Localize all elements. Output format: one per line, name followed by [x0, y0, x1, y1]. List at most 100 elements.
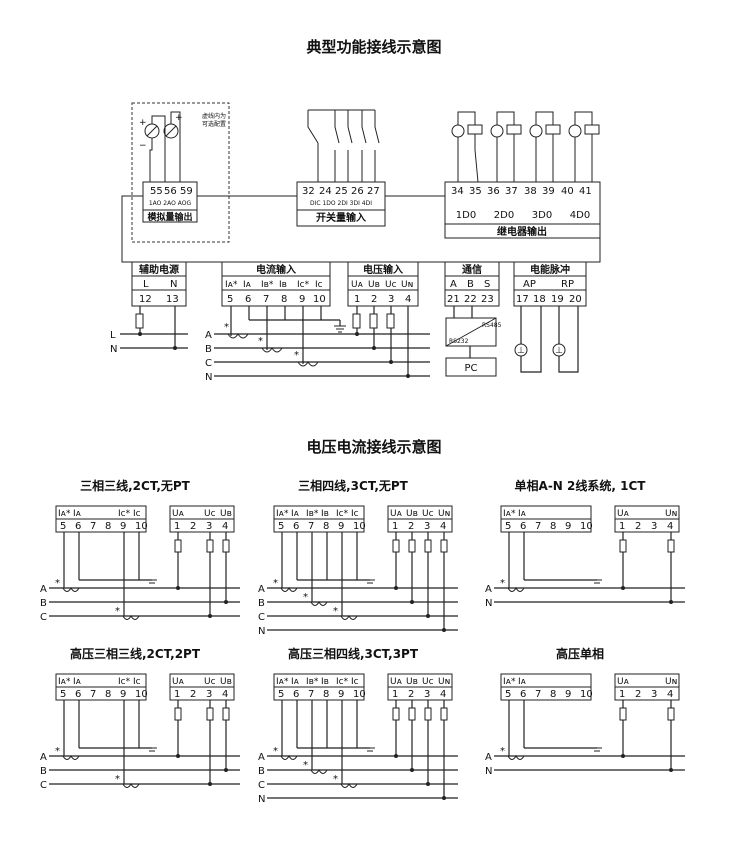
- current-terminal-9: 9: [120, 521, 126, 532]
- svg-text:A: A: [205, 330, 212, 341]
- voltage-terminal-1: 1: [392, 689, 398, 700]
- voltage-terminal-4: 4: [222, 521, 228, 532]
- pulse-counter-icon: ⊥: [514, 343, 528, 357]
- voltage-col-label: Uᴄ: [204, 677, 216, 687]
- phase-line-label: A: [485, 584, 492, 595]
- terminal-17: 17: [516, 294, 529, 305]
- voltage-terminal-4: 4: [440, 689, 446, 700]
- svg-text:Iᴀ*: Iᴀ*: [225, 280, 238, 290]
- current-terminal-9: 9: [565, 521, 571, 532]
- current-terminal-8: 8: [550, 521, 556, 532]
- terminal-36: 36: [487, 186, 500, 197]
- phase-line-label: A: [485, 752, 492, 763]
- current-terminal-5: 5: [60, 521, 66, 532]
- current-terminal-6: 6: [75, 521, 81, 532]
- current-col-label: Iᴀ*: [276, 509, 289, 519]
- ct-coil-icon: [507, 754, 525, 760]
- ct-coil-icon: [280, 586, 298, 592]
- current-col-label: Iᴀ: [73, 677, 82, 687]
- analog-output-group: 虚线内为 可选配置 + − + 55 56 59 1AO 2AO AOG 模拟量…: [131, 102, 230, 243]
- current-terminal-7: 7: [90, 689, 96, 700]
- voltage-col-label: Uᴀ: [617, 677, 630, 687]
- current-col-label: Iᴄ*: [118, 509, 131, 519]
- voltage-col-label: Uᴄ: [204, 509, 216, 519]
- terminal-39: 39: [542, 186, 555, 197]
- voltage-terminal-4: 4: [667, 521, 673, 532]
- power-line-N: N: [110, 344, 117, 355]
- voltage-terminal-1: 1: [392, 521, 398, 532]
- ct-coil-icon: [122, 614, 140, 620]
- current-terminal-10: 10: [135, 521, 148, 532]
- current-col-label: Iᴀ: [518, 509, 527, 519]
- ct-coil-icon: [310, 600, 328, 606]
- current-col-label: Iᴀ*: [58, 677, 71, 687]
- terminal-41: 41: [579, 186, 592, 197]
- voltage-terminal-2: 2: [635, 521, 641, 532]
- voltage-col-label: Uᴀ: [617, 509, 630, 519]
- current-input-label: 电流输入: [256, 263, 296, 276]
- current-terminal-6: 6: [75, 689, 81, 700]
- terminal-10: 10: [313, 294, 326, 305]
- svg-text:⊥: ⊥: [517, 346, 525, 356]
- polarity-mark: *: [333, 774, 338, 785]
- phase-line-label: C: [258, 612, 265, 623]
- current-terminal-5: 5: [278, 689, 284, 700]
- terminal-8: 8: [281, 294, 287, 305]
- fuse-icon: [135, 313, 144, 329]
- current-terminal-6: 6: [293, 689, 299, 700]
- polarity-mark: *: [500, 746, 505, 757]
- terminal-3: 3: [388, 294, 394, 305]
- phase-line-label: N: [258, 626, 265, 637]
- top-wiring: L N A B C N * * *: [110, 306, 579, 383]
- voltage-terminal-3: 3: [651, 521, 657, 532]
- svg-text:B: B: [205, 344, 212, 355]
- voltage-terminal-1: 1: [174, 521, 180, 532]
- phase-line-label: C: [40, 780, 47, 791]
- relay-output-group: 34 35 36 37 38 39 40 41 1D0 2D0 3D0 4D0 …: [444, 111, 601, 239]
- fuse-icon: [619, 539, 627, 553]
- aux-power-label: 辅助电源: [139, 263, 179, 276]
- polarity-mark: *: [333, 606, 338, 617]
- diagram-title: 三相四线,3CT,无PT: [298, 478, 409, 493]
- terminal-4: 4: [405, 294, 411, 305]
- main-title: 典型功能接线示意图: [306, 38, 441, 56]
- current-col-label: Iᴄ*: [118, 677, 131, 687]
- current-col-label: Iᴀ: [291, 677, 300, 687]
- section-title-voltage-current: 电压电流接线示意图: [306, 438, 441, 456]
- voltage-col-label: Uʙ: [220, 509, 232, 519]
- optional-dashed-box: [131, 102, 230, 243]
- svg-text:B: B: [467, 279, 474, 290]
- ct-coil-icon: [507, 586, 525, 592]
- voltage-terminal-3: 3: [206, 689, 212, 700]
- optional-note-1: 虚线内为: [202, 112, 226, 120]
- terminal-38: 38: [524, 186, 537, 197]
- communication-label: 通信: [462, 263, 482, 276]
- diagram-title: 高压三相三线,2CT,2PT: [70, 646, 201, 661]
- fuse-icon: [392, 539, 400, 553]
- current-terminal-7: 7: [535, 689, 541, 700]
- svg-text:*: *: [224, 322, 229, 333]
- voltage-terminal-2: 2: [190, 689, 196, 700]
- voltage-col-label: Uɴ: [438, 677, 450, 687]
- power-line-L: L: [110, 330, 116, 341]
- phase-line-label: B: [40, 766, 47, 777]
- polarity-mark: *: [500, 578, 505, 589]
- svg-text:Uɴ: Uɴ: [401, 280, 413, 290]
- current-col-label: Iᴀ: [518, 677, 527, 687]
- terminal-37: 37: [505, 186, 518, 197]
- voltage-input-block: 电压输入 Uᴀ Uʙ Uᴄ Uɴ 1 2 3 4: [347, 261, 419, 307]
- switch-input-group: 32 24 25 26 27 DIC 1DO 2DI 3DI 4DI 开关量输入: [296, 109, 386, 227]
- current-terminal-7: 7: [308, 521, 314, 532]
- voltage-col-label: Uʙ: [406, 509, 418, 519]
- current-terminal-7: 7: [308, 689, 314, 700]
- current-col-label: Iᴀ*: [503, 509, 516, 519]
- analog-output-label: 模拟量输出: [147, 211, 192, 223]
- voltage-col-label: Uᴀ: [172, 509, 185, 519]
- phase-line-label: B: [258, 766, 265, 777]
- switch-signals: DIC 1DO 2DI 3DI 4DI: [310, 200, 372, 207]
- ct-coil-icon: [310, 768, 328, 774]
- svg-text:Uᴀ: Uᴀ: [351, 280, 364, 290]
- analog-signals: 1AO 2AO AOG: [149, 200, 192, 207]
- polarity-mark: *: [115, 774, 120, 785]
